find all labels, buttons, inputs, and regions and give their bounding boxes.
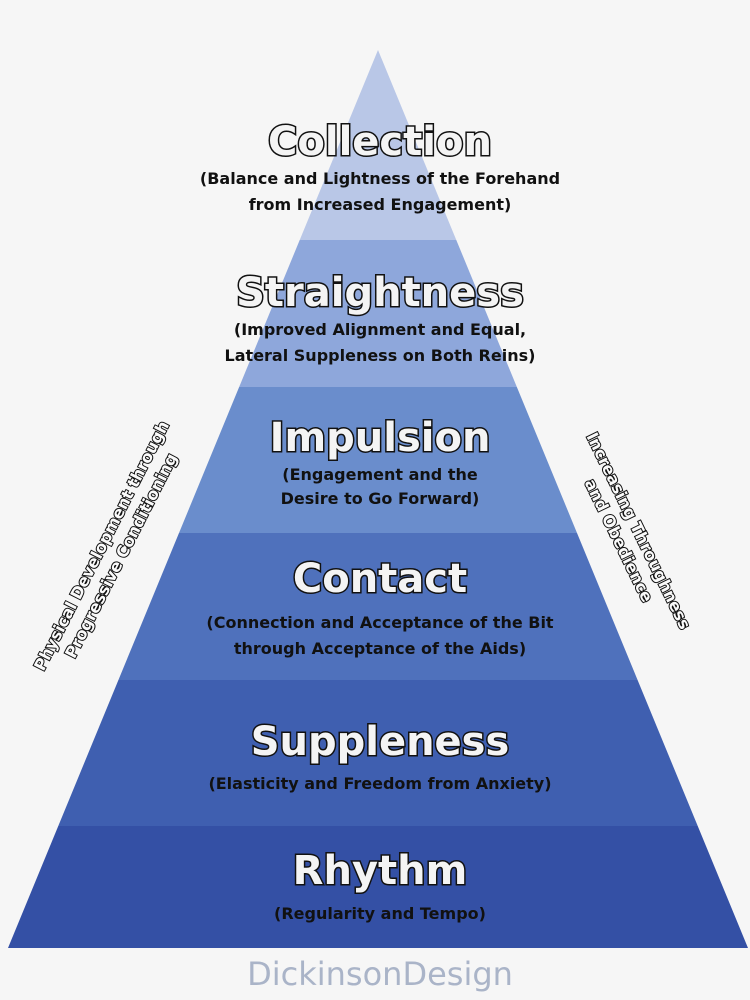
level-subtitle: (Improved Alignment and Equal, xyxy=(234,320,526,339)
watermark: DickinsonDesign xyxy=(247,955,513,993)
level-title: Straightness xyxy=(236,270,524,316)
level-subtitle: Desire to Go Forward) xyxy=(281,489,480,508)
level-subtitle: (Regularity and Tempo) xyxy=(274,904,486,923)
level-subtitle: from Increased Engagement) xyxy=(249,195,512,214)
level-title: Impulsion xyxy=(270,415,491,461)
level-subtitle: (Connection and Acceptance of the Bit xyxy=(206,613,554,632)
level-title: Collection xyxy=(268,119,492,165)
level-subtitle: (Elasticity and Freedom from Anxiety) xyxy=(208,774,551,793)
pyramid-level-rhythm xyxy=(8,826,748,948)
level-title: Suppleness xyxy=(251,719,510,765)
level-title: Contact xyxy=(293,556,467,602)
level-title: Rhythm xyxy=(293,848,468,894)
pyramid-level-suppleness xyxy=(8,680,748,826)
level-subtitle: (Balance and Lightness of the Forehand xyxy=(200,169,560,188)
level-subtitle: (Engagement and the xyxy=(282,465,478,484)
level-subtitle: through Acceptance of the Aids) xyxy=(234,639,526,658)
level-subtitle: Lateral Suppleness on Both Reins) xyxy=(225,346,536,365)
